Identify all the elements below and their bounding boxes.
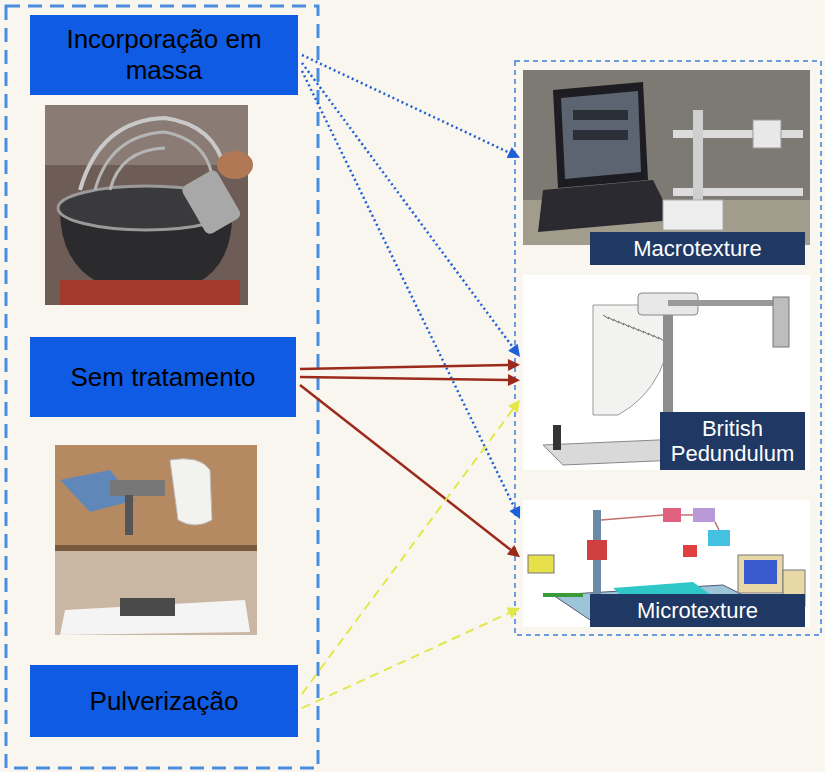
panel-label: Macrotexture: [590, 232, 805, 265]
test-panel: Macrotexture: [523, 70, 810, 265]
arrow-head: [507, 147, 520, 158]
connector: [302, 608, 520, 709]
art-shape: [601, 515, 663, 520]
connector: [302, 55, 520, 158]
art-shape: [587, 540, 607, 560]
connector: [300, 385, 520, 557]
test-panel: British Pedundulum: [523, 275, 810, 470]
connector-line: [302, 71, 515, 508]
connector-line: [302, 613, 509, 708]
connector: [300, 359, 520, 371]
art-shape: [663, 508, 681, 522]
connector: [302, 400, 520, 694]
connector-line: [300, 365, 508, 369]
art-shape: [773, 297, 789, 347]
art-shape: [528, 555, 554, 573]
arrow-head: [508, 344, 520, 357]
pendulum-arm: [668, 300, 778, 306]
computer: [738, 555, 783, 593]
connector-line: [300, 377, 508, 380]
photo-ground: [523, 500, 810, 627]
arrow-head: [508, 400, 520, 413]
arrow-head: [507, 545, 520, 557]
treatment-box: Incorporação em massa: [30, 15, 298, 95]
connector: [302, 63, 520, 357]
mixer-photo: [45, 105, 253, 305]
art-shape: [673, 188, 803, 196]
box-label: Incorporação em massa: [66, 24, 262, 86]
art-shape: [681, 514, 693, 516]
pendulum-scale: [593, 305, 673, 415]
arrow-head: [508, 359, 520, 371]
art-shape: [573, 130, 628, 140]
art-shape: [715, 522, 719, 530]
scanner-rail: [673, 130, 803, 138]
art-shape: [561, 91, 641, 179]
art-shape: [573, 110, 628, 120]
box-label: Pulverização: [90, 686, 239, 717]
art-shape: [663, 200, 723, 230]
connector: [300, 374, 520, 386]
art-shape: [553, 425, 561, 450]
connector-line: [300, 385, 511, 550]
connector: [302, 71, 520, 519]
group-frame: [515, 61, 821, 635]
arrow-head: [507, 608, 520, 619]
connector-line: [302, 63, 513, 347]
art-shape: [753, 120, 781, 148]
treatment-box: Sem tratamento: [30, 337, 296, 417]
connector-line: [302, 409, 513, 693]
art-shape: [744, 560, 777, 584]
art-shape: [693, 508, 715, 522]
arrow-head: [508, 374, 520, 386]
art-shape: [538, 180, 673, 232]
art-shape: [683, 545, 697, 557]
spray-gun-photo: [55, 445, 257, 635]
photo-ground: [523, 70, 810, 245]
photo-ground: [523, 275, 810, 470]
box-label: Sem tratamento: [71, 362, 256, 393]
panel-label: Microtexture: [590, 594, 805, 627]
art-shape: [543, 593, 583, 597]
treatment-box: Pulverização: [30, 665, 298, 737]
art-shape: [693, 110, 703, 205]
art-shape: [708, 530, 730, 546]
panel-label: British Pedundulum: [660, 412, 805, 470]
laptop: [553, 82, 648, 188]
arrow-head: [509, 506, 520, 519]
group-frame: [6, 6, 318, 768]
test-panel: Microtexture: [523, 500, 810, 627]
